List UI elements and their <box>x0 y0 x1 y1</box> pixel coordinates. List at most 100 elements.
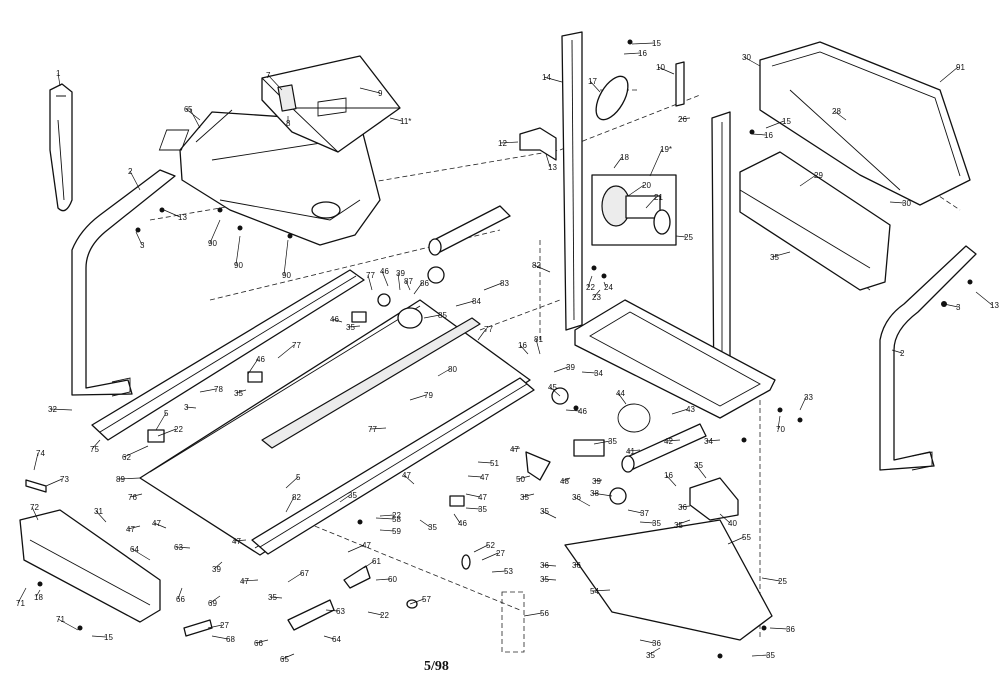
leader-line <box>57 72 61 87</box>
leader-line <box>467 475 483 478</box>
leader-line <box>235 235 241 266</box>
leader-line <box>631 42 655 45</box>
part-callout-71: 71 <box>16 599 25 608</box>
leader-line <box>593 289 601 298</box>
part-callout-90: 90 <box>282 271 291 280</box>
leader-line <box>645 196 657 209</box>
part-callout-35: 35 <box>520 493 529 502</box>
leader-line <box>285 476 299 489</box>
leader-line <box>521 493 535 498</box>
leader-line <box>281 653 295 660</box>
leader-line <box>743 56 761 67</box>
part-callout-25: 25 <box>778 577 787 586</box>
leader-line <box>177 587 183 600</box>
part-callout-47: 47 <box>240 577 249 586</box>
leader-line <box>209 595 221 604</box>
part-callout-2: 2 <box>900 349 905 358</box>
part-callout-35: 35 <box>770 253 779 262</box>
part-callout-41: 41 <box>626 447 635 456</box>
part-callout-5: 5 <box>296 473 301 482</box>
part-callout-20: 20 <box>642 181 651 190</box>
leader-line <box>679 505 691 508</box>
leader-line <box>477 328 487 341</box>
leader-line <box>267 74 283 91</box>
leader-line <box>323 635 335 640</box>
leader-line <box>833 110 847 121</box>
part-callout-69: 69 <box>208 599 217 608</box>
part-callout-39: 39 <box>212 565 221 574</box>
leader-line <box>45 478 63 487</box>
leader-line <box>375 517 395 520</box>
part-callout-36: 36 <box>678 503 687 512</box>
part-callout-13: 13 <box>178 213 187 222</box>
leader-line <box>277 344 295 359</box>
leader-line <box>477 461 493 464</box>
part-callout-15: 15 <box>782 117 791 126</box>
leader-line <box>533 264 551 273</box>
part-callout-5: 5 <box>188 105 193 114</box>
part-callout-14: 14 <box>542 73 551 82</box>
leader-line <box>591 589 611 592</box>
part-callout-47: 47 <box>402 471 411 480</box>
leader-line <box>765 120 785 129</box>
part-callout-16: 16 <box>664 471 673 480</box>
leader-line <box>269 596 283 599</box>
part-callout-5: 5 <box>164 409 169 418</box>
part-callout-10: 10 <box>656 63 665 72</box>
part-17-drive-belt <box>595 75 629 121</box>
leader-line <box>561 477 571 482</box>
part-callout-83: 83 <box>500 279 509 288</box>
part-callout-28: 28 <box>832 107 841 116</box>
leader-line <box>483 282 503 291</box>
leader-line <box>519 344 529 355</box>
part-callout-90: 90 <box>234 261 243 270</box>
part-callout-43: 43 <box>686 405 695 414</box>
leader-line <box>405 280 411 291</box>
leader-line <box>213 561 223 570</box>
part-callout-82: 82 <box>292 493 301 502</box>
leader-line <box>153 522 167 529</box>
part-callout-35: 35 <box>540 575 549 584</box>
leader-line <box>131 548 151 561</box>
part-56-hardware <box>501 591 525 653</box>
part-callout-47: 47 <box>510 445 519 454</box>
part-callout-67: 67 <box>300 569 309 578</box>
part-callout-47: 47 <box>152 519 161 528</box>
leader-line <box>413 282 423 295</box>
part-callout-35: 35 <box>694 461 703 470</box>
leader-line <box>975 291 993 306</box>
part-callout-90: 90 <box>208 239 217 248</box>
leader-line <box>671 408 689 415</box>
part-72-front-foot <box>19 509 161 623</box>
small-hardware <box>25 61 685 637</box>
leader-line <box>241 579 259 582</box>
leader-line <box>287 572 303 583</box>
leader-line <box>199 388 217 393</box>
part-callout-39: 39 <box>566 363 575 372</box>
part-callout-3: 3 <box>140 241 145 250</box>
part-callout-23: 23 <box>592 293 601 302</box>
leader-line <box>517 475 531 480</box>
leader-line <box>511 447 521 450</box>
part-12-bracket <box>519 127 557 161</box>
leader-line <box>209 219 221 244</box>
part-callout-35: 35 <box>766 651 775 660</box>
part-callout-30: 30 <box>742 53 751 62</box>
part-callout-53: 53 <box>504 567 513 576</box>
leader-line <box>665 439 681 442</box>
leader-line <box>175 546 191 549</box>
leader-line <box>639 639 655 644</box>
part-callout-34: 34 <box>704 437 713 446</box>
part-callout-1: 1 <box>56 69 61 78</box>
leader-line <box>35 589 41 598</box>
part-callout-77: 77 <box>484 325 493 334</box>
leader-line <box>705 439 721 442</box>
leader-line <box>347 325 361 328</box>
leader-line <box>403 474 415 485</box>
part-callout-46: 46 <box>578 407 587 416</box>
part-callout-24: 24 <box>604 283 613 292</box>
part-callout-18: 18 <box>34 593 43 602</box>
leader-line <box>123 445 149 458</box>
part-callout-35: 35 <box>646 651 655 660</box>
